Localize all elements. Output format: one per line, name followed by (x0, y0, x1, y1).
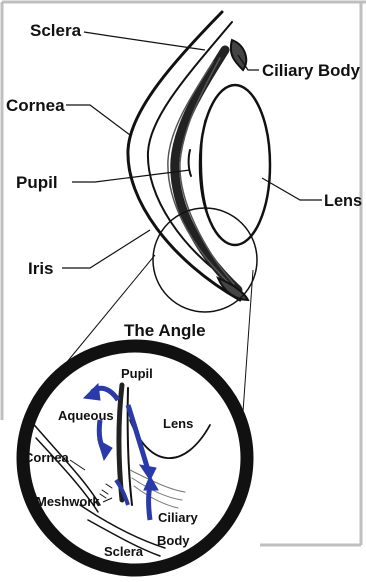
inset-label-ciliary: Ciliary (158, 510, 199, 525)
inset-label-sclera: Sclera (104, 544, 144, 559)
sclera-leader (84, 32, 205, 50)
inset-label-body: Body (157, 533, 190, 548)
eye-cross-section (128, 12, 270, 312)
inner-cornea-curve (148, 22, 240, 288)
label-ciliary-body: Ciliary Body (262, 61, 361, 80)
label-iris: Iris (28, 259, 54, 278)
inset-label-meshwork: Meshwork (36, 494, 100, 509)
label-cornea: Cornea (6, 96, 65, 115)
cornea-leader (66, 105, 130, 135)
inset-label-aqueous: Aqueous (58, 408, 114, 423)
inset-label-pupil: Pupil (121, 366, 153, 381)
lens-shape (200, 85, 270, 245)
angle-circle (153, 208, 257, 312)
iris-leader (62, 230, 150, 268)
label-sclera: Sclera (30, 21, 82, 40)
inset-label-cornea: Cornea (24, 450, 70, 465)
label-pupil: Pupil (16, 173, 58, 192)
label-lens: Lens (324, 191, 362, 210)
inset-label-lens: Lens (163, 416, 193, 431)
label-the-angle: The Angle (124, 321, 206, 340)
lens-leader (262, 178, 322, 200)
